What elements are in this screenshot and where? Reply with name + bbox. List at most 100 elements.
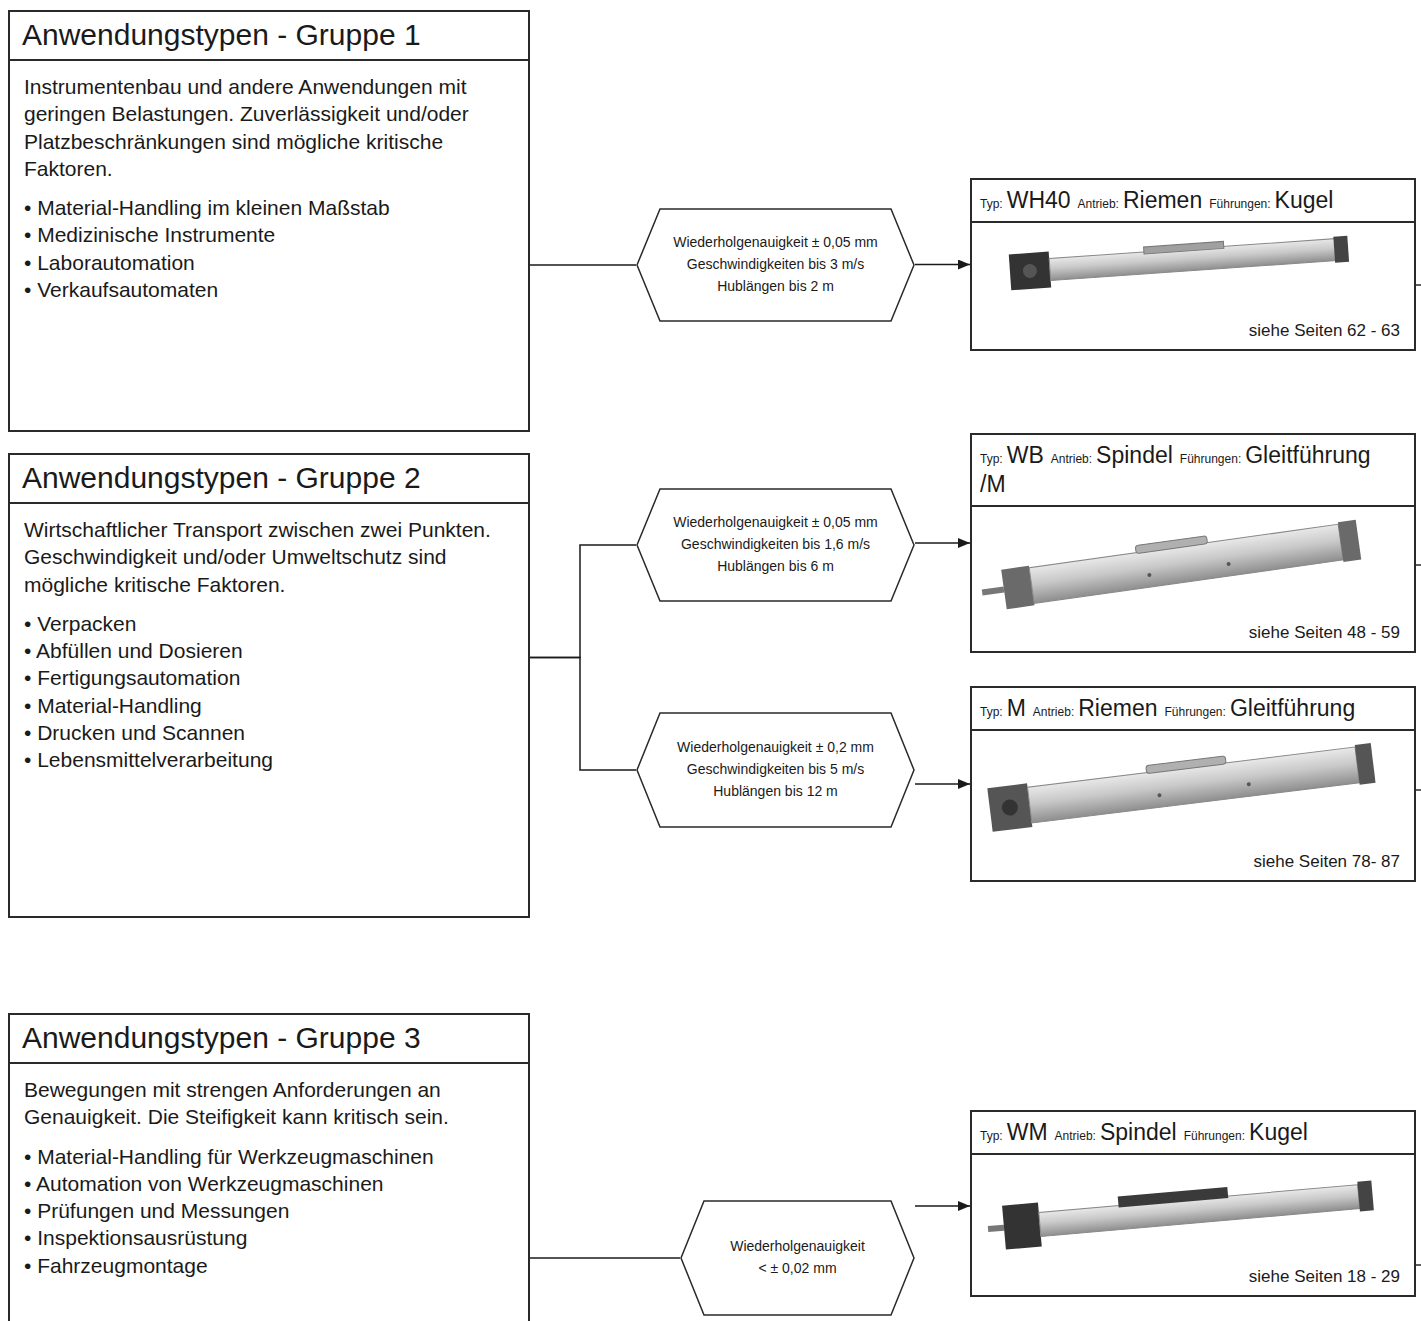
connector-line — [530, 658, 636, 771]
actuator-wb — [979, 515, 1362, 612]
spec-label: Typ: — [980, 452, 1003, 466]
group-header-band: Anwendungstypen - Gruppe 1 — [10, 12, 528, 61]
bullet-item: • Verpacken — [24, 610, 514, 637]
actuator-wm — [986, 1173, 1374, 1250]
actuator-wh40-part — [1022, 263, 1037, 278]
actuator-wm-part — [1118, 1187, 1229, 1208]
spec-value: WB — [1007, 442, 1044, 468]
spec-label: Führungen: — [1184, 1129, 1245, 1143]
spec-label: Antrieb: — [1033, 705, 1074, 719]
actuator-m-part — [1001, 799, 1019, 817]
product-header: Typ:WBAntrieb:SpindelFührungen:Gleitführ… — [972, 435, 1414, 507]
bullet-item: • Material-Handling im kleinen Maßstab — [24, 194, 514, 221]
hexagon-text-area: Wiederholgenauigkeit ± 0,05 mmGeschwindi… — [636, 208, 915, 322]
criteria-line: Hublängen bis 6 m — [717, 556, 834, 578]
connector-arrow — [915, 542, 970, 544]
connector-line — [530, 545, 636, 658]
group-body: Instrumentenbau und andere Anwendungen m… — [10, 61, 528, 315]
hexagon-text-area: Wiederholgenauigkeit ± 0,2 mmGeschwindig… — [636, 712, 915, 828]
actuator-m-part — [1146, 756, 1226, 774]
exit-lines-part — [1416, 789, 1421, 791]
product-box: Typ:WBAntrieb:SpindelFührungen:Gleitführ… — [970, 433, 1416, 653]
criteria-hexagon: Wiederholgenauigkeit< ± 0,02 mm — [680, 1200, 915, 1316]
group-description: Wirtschaftlicher Transport zwischen zwei… — [24, 516, 514, 598]
actuator-m-part — [1355, 743, 1376, 785]
connector-line — [530, 264, 636, 266]
product-header: Typ:MAntrieb:RiemenFührungen:Gleitführun… — [972, 688, 1414, 731]
bullet-item: • Material-Handling — [24, 692, 514, 719]
exit-lines-part — [1416, 564, 1421, 566]
group-heading: Anwendungstypen - Gruppe 2 — [22, 460, 516, 496]
application-group-box: Anwendungstypen - Gruppe 2 Wirtschaftlich… — [8, 453, 530, 918]
actuator-m — [987, 738, 1376, 832]
spec-label: Antrieb: — [1051, 452, 1092, 466]
actuator-wb-part — [1226, 562, 1231, 567]
group-body: Wirtschaftlicher Transport zwischen zwei… — [10, 504, 528, 786]
actuator-wb-part — [982, 586, 1005, 595]
spec-value: Riemen — [1078, 695, 1157, 721]
spec-label: Führungen: — [1209, 197, 1270, 211]
spec-label: Typ: — [980, 197, 1003, 211]
spec-value: Kugel — [1249, 1119, 1308, 1145]
spec-value: Spindel — [1096, 442, 1173, 468]
actuator-wb-part — [1135, 536, 1207, 554]
hexagon-text-area: Wiederholgenauigkeit< ± 0,02 mm — [680, 1200, 915, 1316]
exit-lines-part — [1416, 284, 1421, 286]
actuator-wm-part — [1002, 1203, 1042, 1250]
actuator-wh40-part — [1009, 252, 1051, 291]
criteria-line: Hublängen bis 12 m — [713, 781, 838, 803]
actuator-wh40 — [1009, 231, 1350, 291]
product-box: Typ:WMAntrieb:SpindelFührungen:Kugelsieh… — [970, 1110, 1416, 1297]
hexagon-shape — [637, 209, 914, 321]
spec-value: Kugel — [1275, 187, 1334, 213]
hexagon-shape — [681, 1201, 914, 1315]
page-reference: siehe Seiten 62 - 63 — [1249, 321, 1400, 341]
hexagon-outline — [680, 1200, 915, 1316]
group-header-band: Anwendungstypen - Gruppe 3 — [10, 1015, 528, 1064]
actuator-m-part — [1028, 747, 1360, 823]
bullet-item: • Fertigungsautomation — [24, 664, 514, 691]
product-header: Typ:WH40Antrieb:RiemenFührungen:Kugel — [972, 180, 1414, 223]
bullet-item: • Medizinische Instrumente — [24, 221, 514, 248]
actuator-wb-part — [1338, 520, 1361, 562]
connector-arrow — [915, 264, 970, 266]
hexagon-shape — [637, 713, 914, 827]
group-heading: Anwendungstypen - Gruppe 1 — [22, 17, 516, 53]
page-reference: siehe Seiten 48 - 59 — [1249, 623, 1400, 643]
bullet-item: • Material-Handling für Werkzeugmaschine… — [24, 1143, 514, 1170]
bullet-item: • Lebensmittelverarbeitung — [24, 746, 514, 773]
page-reference: siehe Seiten 78- 87 — [1254, 852, 1401, 872]
actuator-wb-part — [1147, 573, 1152, 578]
actuator-wb-part — [1029, 524, 1343, 603]
bullet-item: • Prüfungen und Messungen — [24, 1197, 514, 1224]
spec-value: WH40 — [1007, 187, 1071, 213]
actuator-wm-part — [1357, 1180, 1374, 1211]
group-description: Bewegungen mit strengen Anforderungen an… — [24, 1076, 514, 1131]
application-group-box: Anwendungstypen - Gruppe 1 Instrumentenba… — [8, 10, 530, 432]
product-header: Typ:WMAntrieb:SpindelFührungen:Kugel — [972, 1112, 1414, 1155]
bullet-item: • Verkaufsautomaten — [24, 276, 514, 303]
group-header-band: Anwendungstypen - Gruppe 2 — [10, 455, 528, 504]
spec-label: Typ: — [980, 705, 1003, 719]
spec-value: Riemen — [1123, 187, 1202, 213]
group-heading: Anwendungstypen - Gruppe 3 — [22, 1020, 516, 1056]
exit-lines-part — [1416, 1264, 1421, 1266]
criteria-line: Geschwindigkeiten bis 1,6 m/s — [681, 534, 870, 556]
bullet-item: • Inspektionsausrüstung — [24, 1224, 514, 1251]
criteria-line: < ± 0,02 mm — [758, 1258, 836, 1280]
criteria-line: Wiederholgenauigkeit ± 0,05 mm — [673, 232, 878, 254]
page-reference: siehe Seiten 18 - 29 — [1249, 1267, 1400, 1287]
actuator-wh40-part — [1144, 241, 1224, 254]
actuator-wm-part — [1039, 1185, 1360, 1237]
actuator-wh40-part — [1049, 238, 1340, 280]
criteria-line: Wiederholgenauigkeit — [730, 1236, 865, 1258]
bullet-item: • Automation von Werkzeugmaschinen — [24, 1170, 514, 1197]
spec-label: Antrieb: — [1055, 1129, 1096, 1143]
product-box: Typ:MAntrieb:RiemenFührungen:Gleitführun… — [970, 686, 1416, 882]
criteria-line: Wiederholgenauigkeit ± 0,2 mm — [677, 737, 874, 759]
criteria-line: Geschwindigkeiten bis 5 m/s — [687, 759, 864, 781]
application-group-box: Anwendungstypen - Gruppe 3 Bewegungen mit… — [8, 1013, 530, 1321]
spec-value: WM — [1007, 1119, 1048, 1145]
